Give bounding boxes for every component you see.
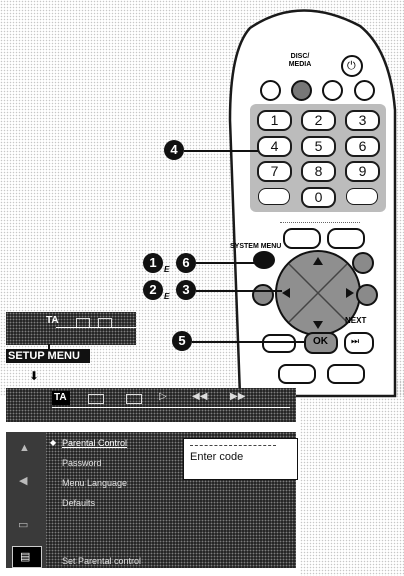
next-icon: ⏭ <box>351 336 359 347</box>
small-tab-label: TA <box>46 315 59 326</box>
key-5[interactable]: 5 <box>301 136 336 157</box>
forward-icon: ▶▶ <box>230 391 245 402</box>
down-arrow-icon: ⬇ <box>29 369 39 383</box>
enter-code-label: Enter code <box>190 451 243 463</box>
key-4[interactable]: 4 <box>257 136 292 157</box>
key-right-extra[interactable] <box>346 188 378 205</box>
callout-2: 2 <box>143 280 163 300</box>
selection-marker-icon: ◆ <box>50 438 56 447</box>
stipple-texture-right <box>300 380 404 576</box>
status-text: Set Parental control <box>62 556 141 566</box>
bottom-pill-left[interactable] <box>278 364 316 384</box>
key-2[interactable]: 2 <box>301 110 336 131</box>
divider-line <box>280 222 360 224</box>
bottom-pill-right[interactable] <box>327 364 365 384</box>
power-icon: ⏻ <box>347 60 356 73</box>
next-label: NEXT <box>345 316 366 325</box>
left-side-button[interactable] <box>252 284 274 306</box>
power-button[interactable]: ⏻ <box>341 55 363 77</box>
ok-label: OK <box>313 336 328 347</box>
callout-2-suffix: E <box>164 292 169 301</box>
key-6[interactable]: 6 <box>345 136 380 157</box>
rewind-icon: ◀◀ <box>192 391 207 402</box>
big-tab-label: TA <box>54 392 67 403</box>
right-side-button[interactable] <box>356 284 378 306</box>
menu-item-password[interactable]: Password <box>62 458 102 468</box>
left-bottom-button[interactable] <box>262 334 296 353</box>
small-menu-screen: TA <box>6 312 136 345</box>
menu-item-defaults[interactable]: Defaults <box>62 498 95 508</box>
big-menu-tabbar: TA ▷ ◀◀ ▶▶ <box>6 388 296 422</box>
small-menu-highlight <box>56 327 136 328</box>
callout-1: 1 <box>143 253 163 273</box>
big-tab-icon-1 <box>88 394 104 404</box>
enter-code-popup[interactable]: Enter code <box>183 438 298 480</box>
key-7[interactable]: 7 <box>257 161 292 182</box>
leader-4 <box>184 150 258 152</box>
pill-right-button[interactable] <box>327 228 365 249</box>
callout-3: 3 <box>176 280 196 300</box>
tabbar-underline <box>52 407 290 408</box>
key-8[interactable]: 8 <box>301 161 336 182</box>
next-button[interactable]: ⏭ <box>344 332 374 354</box>
leader-3 <box>196 290 282 292</box>
play-icon: ▷ <box>159 391 167 402</box>
callout-6: 6 <box>176 253 196 273</box>
leader-5 <box>192 341 305 343</box>
key-3[interactable]: 3 <box>345 110 380 131</box>
callout-5: 5 <box>172 331 192 351</box>
key-1[interactable]: 1 <box>257 110 292 131</box>
callout-4: 4 <box>164 140 184 160</box>
top-button-4[interactable] <box>354 80 375 101</box>
menu-item-menu-language[interactable]: Menu Language <box>62 478 127 488</box>
disc-media-label: DISC/ MEDIA <box>285 53 315 69</box>
ok-button[interactable]: OK <box>304 332 338 354</box>
code-dashes <box>190 445 276 446</box>
system-menu-button[interactable] <box>253 251 275 269</box>
leader-6 <box>196 262 254 264</box>
folder-icon: ▤ <box>20 550 30 563</box>
menu-item-parental-control[interactable]: Parental Control <box>62 438 127 448</box>
pill-left-button[interactable] <box>283 228 321 249</box>
big-tab-icon-2 <box>126 394 142 404</box>
disc-media-button[interactable] <box>291 80 312 101</box>
sound-icon: ◀ <box>19 474 27 487</box>
key-left-extra[interactable] <box>258 188 290 205</box>
speaker-icon: ▲ <box>19 442 30 454</box>
top-button-3[interactable] <box>322 80 343 101</box>
display-icon: ▭ <box>18 518 28 531</box>
callout-1-suffix: E <box>164 265 169 274</box>
key-9[interactable]: 9 <box>345 161 380 182</box>
top-button-1[interactable] <box>260 80 281 101</box>
small-menu-title: SETUP MENU <box>6 349 90 363</box>
key-0[interactable]: 0 <box>301 187 336 208</box>
